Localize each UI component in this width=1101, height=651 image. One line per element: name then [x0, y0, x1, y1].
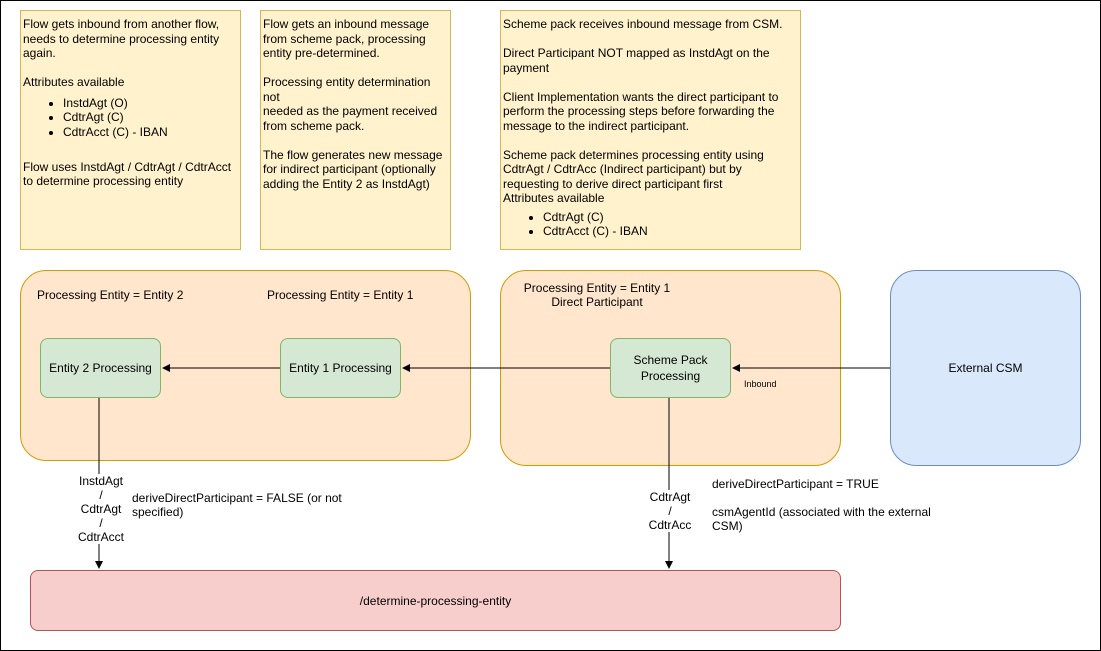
- note-attributes-title: Attributes available: [503, 191, 605, 205]
- note-text: Processing entity determination not: [263, 75, 431, 104]
- box-label: Scheme Pack: [633, 353, 708, 367]
- container-label-entity1: Processing Entity = Entity 1: [267, 288, 414, 302]
- note-text: needs to determine processing entity: [23, 31, 220, 46]
- box-label: Entity 2 Processing: [49, 361, 152, 375]
- edge-label-left-params: deriveDirectParticipant = FALSE (or not …: [132, 491, 342, 519]
- list-item: CdtrAgt (C): [543, 210, 798, 225]
- box-label: /determine-processing-entity: [359, 593, 512, 608]
- scheme-pack-processing-box[interactable]: Scheme Pack Processing: [610, 338, 731, 398]
- list-item: InstdAgt (O): [63, 96, 238, 111]
- edge-attr: /: [99, 516, 103, 530]
- container-label-entity2: Processing Entity = Entity 2: [37, 288, 184, 302]
- note-text: for indirect participant (optionally: [263, 162, 436, 176]
- note-text: Scheme pack determines processing entity…: [503, 147, 764, 162]
- note-attributes-list: InstdAgt (O) CdtrAgt (C) CdtrAcct (C) - …: [23, 96, 238, 140]
- edge-attr: InstdAgt: [78, 474, 124, 488]
- edge-attr: CdtrAgt: [80, 502, 122, 516]
- note-text: Scheme pack receives inbound message fro…: [503, 17, 783, 31]
- note-attributes-title: Attributes available: [23, 75, 125, 89]
- note-inbound-from-flow: Flow gets inbound from another flow, nee…: [20, 10, 241, 250]
- edge-label-inbound: Inbound: [744, 379, 777, 389]
- note-text: payment: [503, 60, 550, 75]
- list-item: CdtrAcct (C) - IBAN: [63, 125, 238, 140]
- note-inbound-from-scheme-pack: Flow gets an inbound message from scheme…: [260, 10, 451, 250]
- box-label: Entity 1 Processing: [289, 361, 392, 375]
- note-text: Flow gets an inbound message: [263, 17, 430, 31]
- box-label: External CSM: [948, 361, 1023, 375]
- note-text: Direct Participant NOT mapped as InstdAg…: [503, 46, 770, 60]
- external-csm-box[interactable]: External CSM: [890, 270, 1081, 466]
- note-text: from scheme pack.: [263, 118, 365, 133]
- box-label: Processing: [640, 369, 701, 383]
- note-text: message to the indirect participant.: [503, 118, 690, 133]
- container-label-direct-participant: Processing Entity = Entity 1 Direct Part…: [518, 281, 676, 309]
- note-text: again.: [23, 46, 56, 60]
- note-text: CdtrAgt / CdtrAcc (Indirect participant)…: [503, 162, 742, 176]
- edge-attr: CdtrAcc: [648, 518, 692, 532]
- note-scheme-pack-from-csm: Scheme pack receives inbound message fro…: [500, 10, 801, 250]
- note-text: from scheme pack, processing: [263, 31, 426, 46]
- note-text: requesting to derive direct participant …: [503, 176, 723, 191]
- container-label-line: Processing Entity = Entity 1: [523, 281, 671, 295]
- note-text: entity pre-determined.: [263, 46, 380, 60]
- entity2-processing-box[interactable]: Entity 2 Processing: [40, 338, 161, 398]
- note-text: Flow gets inbound from another flow,: [23, 17, 220, 31]
- edge-param: deriveDirectParticipant = TRUE: [712, 477, 879, 491]
- note-attributes-list: CdtrAgt (C) CdtrAcct (C) - IBAN: [503, 210, 798, 239]
- edge-label-left-attrs: InstdAgt / CdtrAgt / CdtrAcct: [69, 474, 133, 544]
- note-text: The flow generates new message: [263, 147, 443, 162]
- note-text: needed as the payment received: [263, 104, 438, 118]
- note-text: Client Implementation wants the direct p…: [503, 89, 779, 104]
- note-text: perform the processing steps before forw…: [503, 104, 775, 118]
- note-text: to determine processing entity: [23, 174, 184, 188]
- list-item: CdtrAgt (C): [63, 110, 238, 125]
- container-label-line: Direct Participant: [551, 295, 643, 309]
- list-item: CdtrAcct (C) - IBAN: [543, 224, 798, 239]
- entity1-processing-box[interactable]: Entity 1 Processing: [280, 338, 401, 398]
- edge-label-right-params: deriveDirectParticipant = TRUE csmAgentI…: [712, 477, 931, 533]
- edge-attr: /: [99, 488, 103, 502]
- edge-attr: CdtrAcct: [77, 530, 124, 544]
- edge-param: csmAgentId (associated with the external: [712, 505, 931, 519]
- edge-param: deriveDirectParticipant = FALSE (or not: [132, 491, 342, 505]
- edge-label-right-attrs: CdtrAgt / CdtrAcc: [642, 490, 698, 532]
- edge-attr: /: [668, 504, 672, 518]
- note-text: adding the Entity 2 as InstdAgt): [263, 176, 430, 191]
- note-text: Flow uses InstdAgt / CdtrAgt / CdtrAcct: [23, 159, 232, 174]
- edge-param: specified): [132, 505, 184, 519]
- edge-param: CSM): [712, 519, 743, 533]
- edge-attr: CdtrAgt: [649, 490, 691, 504]
- determine-processing-entity-endpoint[interactable]: /determine-processing-entity: [30, 570, 841, 631]
